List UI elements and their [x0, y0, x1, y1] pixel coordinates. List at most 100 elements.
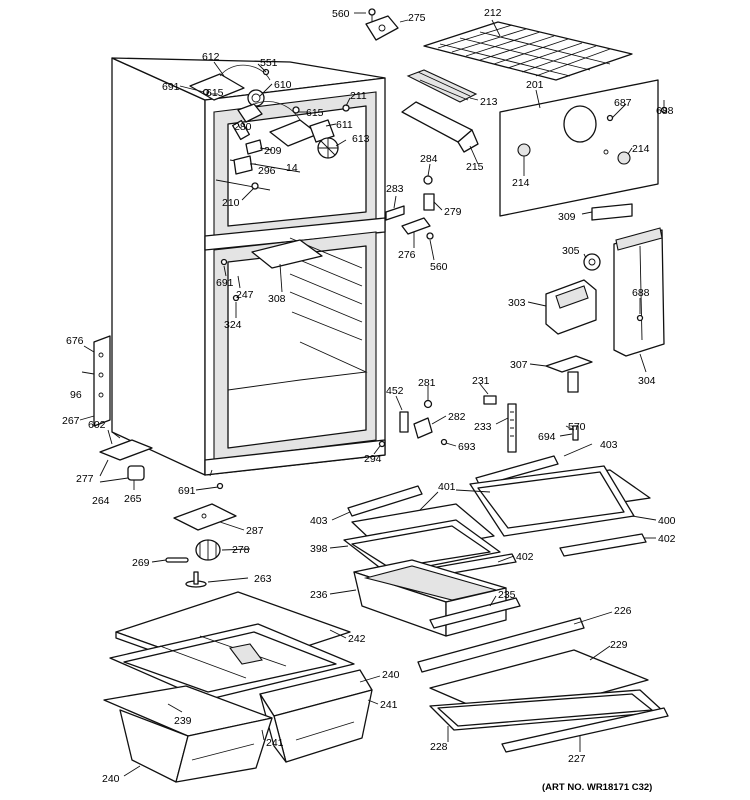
callout-label: 403: [600, 439, 618, 451]
screw-part: [378, 440, 386, 448]
shelf-trim-part: [559, 533, 647, 557]
shelf-trim-part: [501, 707, 669, 753]
light-socket-part: [232, 119, 250, 141]
hinge-part: [413, 417, 433, 439]
washer-part: [423, 399, 433, 409]
cam-part: [483, 395, 497, 405]
callout-label: 235: [498, 589, 516, 601]
hinge-bracket-part: [365, 15, 399, 41]
callout-label: 305: [562, 245, 580, 257]
callout-label: 240: [102, 773, 120, 785]
ice-tray-part: [406, 69, 478, 103]
callout-label: 267: [62, 415, 80, 427]
damper-part: [423, 175, 435, 211]
shelf-frame-part: [343, 519, 501, 575]
callout-label: 281: [418, 377, 436, 389]
callout-label: 247: [236, 289, 254, 301]
freezer-shelf-wire-part: [423, 21, 633, 81]
callout-label: 201: [526, 79, 544, 91]
callout-label: 280: [234, 121, 252, 133]
meat-pan-part: [353, 559, 507, 637]
callout-label: 240: [382, 669, 400, 681]
callout-label: 265: [124, 493, 142, 505]
callout-label: 402: [516, 551, 534, 563]
hinge-part: [401, 217, 434, 240]
callout-label: 688: [656, 105, 674, 117]
callout-label: 294: [364, 453, 382, 465]
leader-lines: [79, 12, 665, 777]
shelf-trim-part: [417, 617, 585, 673]
callout-label: 276: [398, 249, 416, 261]
screw-part: [440, 438, 448, 446]
callout-label: 264: [92, 495, 110, 507]
bin-part: [401, 101, 479, 153]
callout-label: 236: [310, 589, 328, 601]
callout-label: 226: [614, 605, 632, 617]
control-housing-part: [545, 279, 597, 335]
air-duct-part: [613, 227, 665, 357]
callout-label: 241: [266, 737, 284, 749]
callout-label: 303: [508, 297, 526, 309]
shelf-rail-part: [507, 403, 517, 453]
callout-label: 613: [352, 133, 370, 145]
callout-label: 304: [638, 375, 656, 387]
screw-part: [220, 258, 228, 266]
callout-label: 570: [568, 421, 586, 433]
refrigerator-cabinet: [111, 57, 386, 477]
leveling-leg-part: [185, 571, 207, 588]
callout-label: 308: [268, 293, 286, 305]
bottom-hinge-part: [99, 439, 153, 461]
callout-label: 233: [474, 421, 492, 433]
callout-label: 610: [274, 79, 292, 91]
front-roller-part: [195, 539, 221, 561]
callout-label: 269: [132, 557, 150, 569]
callout-label: 612: [202, 51, 220, 63]
callout-label: 210: [222, 197, 240, 209]
roller-axle-part: [165, 557, 189, 563]
callout-label: 615: [306, 107, 324, 119]
roller-bracket-part: [173, 503, 237, 531]
callout-label: 694: [538, 431, 556, 443]
callout-label: 615: [206, 87, 224, 99]
callout-label: 560: [332, 8, 350, 20]
callout-labels: 560 275 212 612 551 691 615 610 213 201 …: [62, 7, 676, 785]
callout-label: 215: [466, 161, 484, 173]
hinge-pin-part: [99, 477, 129, 483]
control-knob-part: [583, 253, 601, 271]
callout-label: 283: [386, 183, 404, 195]
callout-label: 296: [258, 165, 276, 177]
callout-label: 241: [380, 699, 398, 711]
callout-label: 279: [444, 206, 462, 218]
screw-part: [636, 314, 644, 322]
callout-label: 398: [310, 543, 328, 555]
callout-label: 691: [178, 485, 196, 497]
callout-label: 676: [66, 335, 84, 347]
callout-label: 452: [386, 385, 404, 397]
callout-label: 214: [512, 177, 530, 189]
switch-part: [233, 139, 263, 190]
callout-label: 278: [232, 544, 250, 556]
callout-label: 403: [310, 515, 328, 527]
callout-label: 691: [162, 81, 180, 93]
callout-label: 229: [610, 639, 628, 651]
callout-label: 551: [260, 57, 278, 69]
callout-label: 688: [632, 287, 650, 299]
shelf-support-part: [251, 239, 323, 269]
callout-label: 211: [350, 90, 367, 102]
callout-label: 602: [88, 419, 106, 431]
hinge-plate-part: [93, 335, 111, 427]
art-number: (ART NO. WR18171 C32): [542, 782, 652, 793]
callout-label: 263: [254, 573, 272, 585]
callout-label: 560: [430, 261, 448, 273]
callout-label: 307: [510, 359, 528, 371]
callout-label: 284: [420, 153, 438, 165]
callout-label: 242: [348, 633, 366, 645]
callout-label: 324: [224, 319, 242, 331]
callout-label: 693: [458, 441, 476, 453]
callout-label: 227: [568, 753, 586, 765]
diffuser-part: [545, 355, 593, 393]
bracket-part: [399, 411, 409, 433]
crisper-pan-right-part: [259, 669, 373, 763]
callout-label: 209: [264, 145, 282, 157]
